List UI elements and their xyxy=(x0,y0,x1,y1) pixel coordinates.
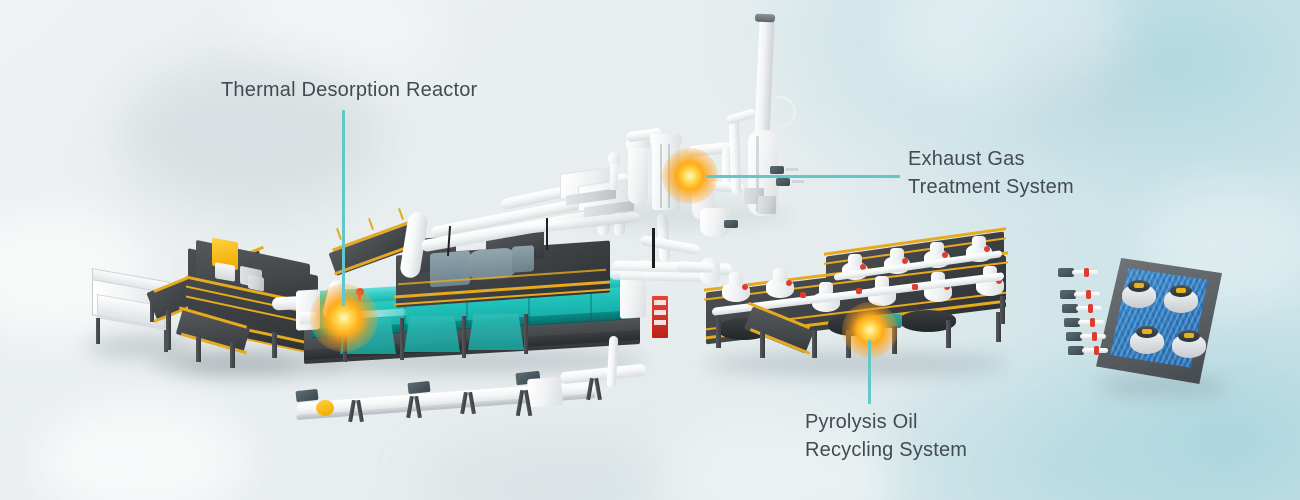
background-shade xyxy=(1000,30,1160,140)
leader-line-thermal-desorption-reactor xyxy=(342,110,345,306)
background-shade xyxy=(120,60,380,210)
antenna-mast xyxy=(652,228,655,268)
callout-label-exhaust-gas-treatment-system: Exhaust Gas Treatment System xyxy=(908,148,1074,198)
leader-line-pyrolysis-oil-recycling-system xyxy=(868,340,871,404)
antenna-mast xyxy=(546,218,548,250)
background-cloud xyxy=(40,400,250,500)
callout-label-thermal-desorption-reactor: Thermal Desorption Reactor xyxy=(221,79,478,101)
callout-label-pyrolysis-oil-recycling-system: Pyrolysis Oil Recycling System xyxy=(805,411,968,461)
leader-line-exhaust-gas-treatment-system xyxy=(706,175,900,178)
